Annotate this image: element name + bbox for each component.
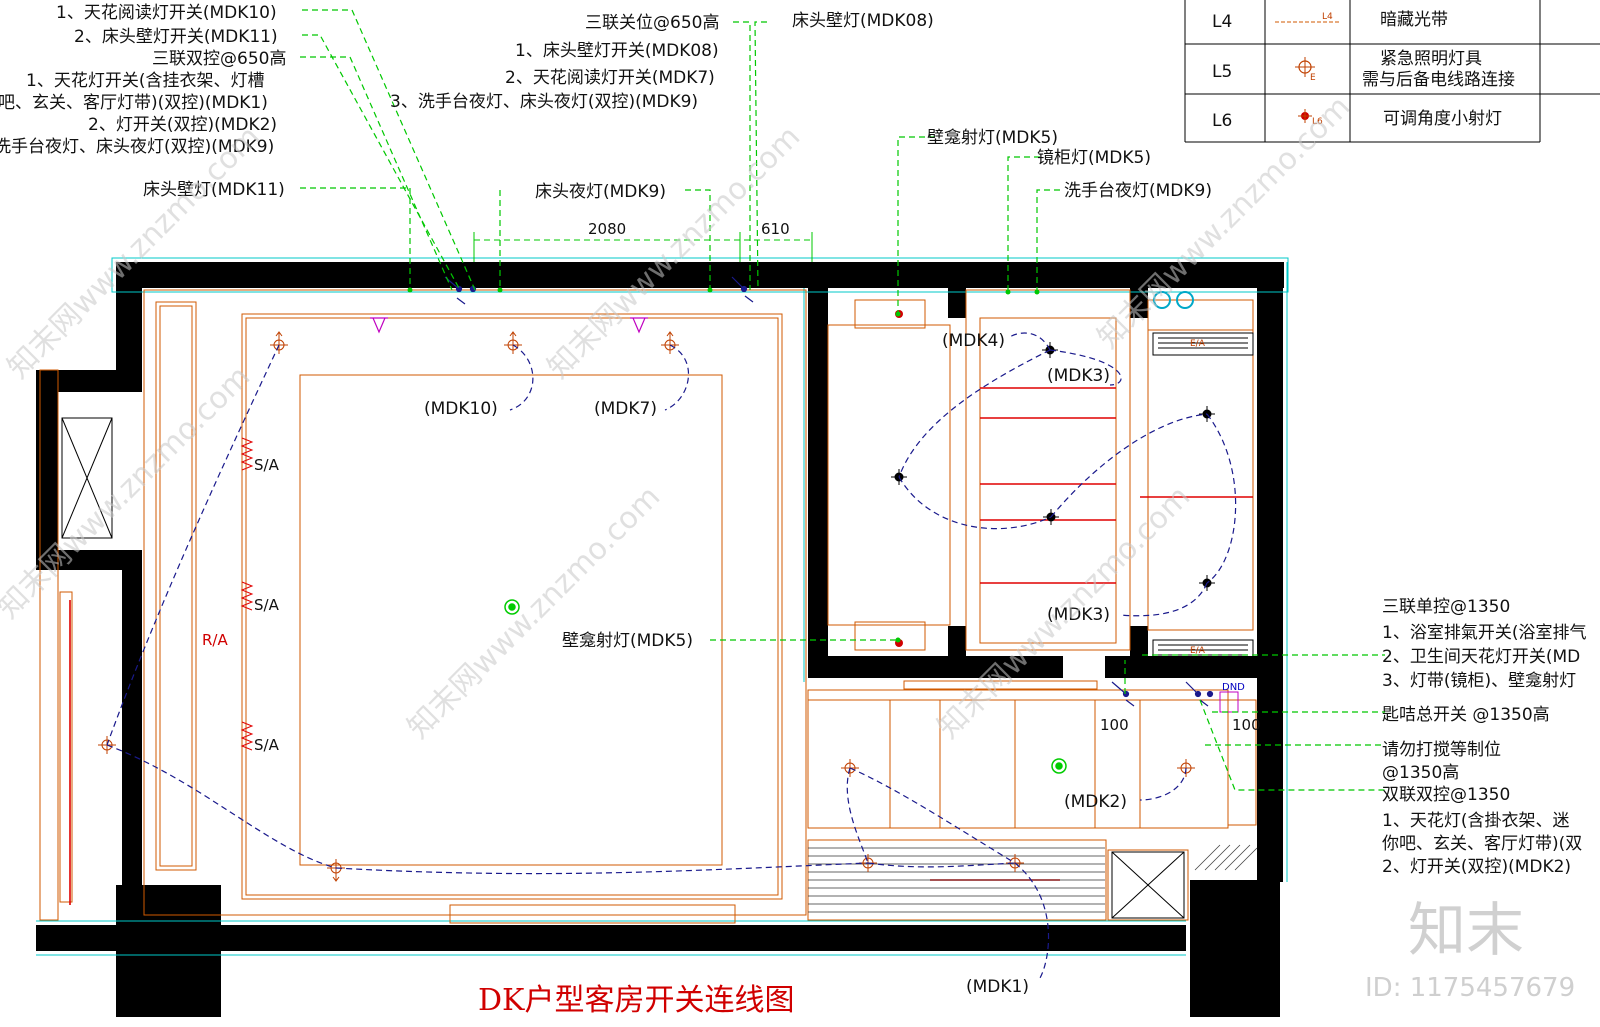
dimension-610: 610: [761, 220, 790, 238]
legend-code-l4: L4: [1212, 12, 1232, 32]
label-niche-spotlight: 壁龛射灯(MDK5): [927, 128, 1058, 148]
basins: [1153, 291, 1194, 309]
legend-code-l6: L6: [1212, 111, 1232, 131]
label-rb-2: 1、浴室排氣开关(浴室排气: [1382, 623, 1586, 643]
label-center-3: 2、天花阅读灯开关(MDK7): [505, 68, 715, 88]
label-rb-8: 双联双控@1350: [1382, 785, 1510, 805]
legend-desc-l4: 暗藏光带: [1380, 10, 1448, 30]
switches: [444, 276, 1214, 707]
label-left-1: 1、天花阅读灯开关(MDK10): [56, 3, 277, 23]
drawing-title: DK户型客房开关连线图: [478, 983, 794, 1018]
label-mirror-cabinet-light: 镜柜灯(MDK5): [1037, 148, 1151, 168]
label-rb-3: 2、卫生间天花灯开关(MD: [1382, 647, 1580, 667]
label-rb-10: 你吧、玄关、客厅灯带)(双: [1382, 834, 1582, 854]
legend-code-l5: L5: [1212, 62, 1232, 82]
dimension-100-right: 100: [1232, 716, 1261, 734]
svg-text:E: E: [1310, 73, 1316, 83]
svg-text:L4: L4: [1322, 12, 1333, 22]
legend-l5-symbol: E: [1295, 57, 1316, 83]
legend-table: [1184, 0, 1600, 143]
shaft-right: [1111, 851, 1185, 919]
shaft-left: [61, 417, 113, 539]
label-left-7: 洗手台夜灯、床头夜灯(双控)(MDK9): [0, 137, 274, 157]
tag-mdk3-top: (MDK3): [1047, 366, 1110, 386]
svg-text:知末网www.znzmo.com: 知末网www.znzmo.com: [401, 479, 667, 745]
leader-lines: [300, 9, 1385, 791]
ceiling-fixtures: [370, 317, 648, 334]
label-rb-11: 2、灯开关(双控)(MDK2): [1382, 857, 1571, 877]
label-rb-1: 三联单控@1350: [1382, 597, 1510, 617]
green-dots: [407, 287, 1040, 643]
watermark-logo: 知末: [1408, 896, 1524, 964]
label-left-4: 1、天花灯开关(含挂衣架、灯槽: [26, 71, 264, 91]
tag-mdk10: (MDK10): [424, 399, 498, 419]
svg-text:知末网www.znzmo.com: 知末网www.znzmo.com: [541, 119, 807, 385]
label-rb-9: 1、天花灯(含掛衣架、迷: [1382, 811, 1569, 831]
label-center-6: 床头夜灯(MDK9): [535, 182, 666, 202]
return-air-label: R/A: [202, 631, 228, 649]
supply-air-label-3: S/A: [254, 736, 280, 754]
supply-air-label-1: S/A: [254, 456, 280, 474]
wiring-dashed: [106, 332, 1237, 979]
label-rb-6: 请勿打搅等制位: [1382, 740, 1501, 760]
tag-mdk3-bottom: (MDK3): [1047, 605, 1110, 625]
label-center-5: 床头壁灯(MDK08): [792, 11, 934, 31]
watermark-id: ID: 1175457679: [1365, 973, 1575, 1003]
wall-hatch-diagonal: [1194, 844, 1258, 871]
dimension-2080: 2080: [588, 220, 626, 238]
dimension-line: [473, 232, 813, 262]
tag-mdk7: (MDK7): [594, 399, 657, 419]
dnd-panel: [1219, 691, 1239, 713]
supply-air-hatches: [240, 437, 254, 751]
legend-desc-l5: 紧急照明灯具: [1380, 49, 1482, 69]
dimension-100-left: 100: [1100, 716, 1129, 734]
supply-air-label-2: S/A: [254, 596, 280, 614]
tag-mdk2: (MDK2): [1064, 792, 1127, 812]
svg-text:L6: L6: [1312, 117, 1323, 127]
label-rb-5: 匙咭总开关 @1350高: [1382, 705, 1550, 725]
exhaust-label-top: E/A: [1190, 339, 1206, 349]
cyan-outlines: [36, 257, 1289, 956]
tag-mdk5-niche: 壁龛射灯(MDK5): [562, 631, 693, 651]
label-left-5: 吧、玄关、客厅灯带)(双控)(MDK1): [0, 93, 268, 113]
floor-hatch: [808, 847, 1105, 913]
label-left-3: 三联双控@650高: [152, 49, 286, 69]
tag-mdk4: (MDK4): [942, 331, 1005, 351]
exhaust-label-bottom: E/A: [1190, 646, 1206, 656]
dnd-label: DND: [1222, 682, 1245, 693]
smoke-detectors: [504, 599, 1067, 774]
tag-mdk1: (MDK1): [966, 977, 1029, 997]
label-center-4: 3、洗手台夜灯、床头夜灯(双控)(MDK9): [390, 92, 698, 112]
legend-desc-l6: 可调角度小射灯: [1383, 109, 1502, 129]
legend-l6-symbol: L6: [1298, 109, 1323, 127]
label-center-2: 1、床头壁灯开关(MDK08): [515, 41, 719, 61]
legend-desc-l5-line2: 需与后备电线路连接: [1362, 70, 1515, 90]
exhaust-grille-top: [1152, 332, 1254, 356]
label-rb-4: 3、灯带(镜柜)、壁龛射灯: [1382, 671, 1576, 691]
label-left-2: 2、床头壁灯开关(MDK11): [74, 27, 278, 47]
label-left-8: 床头壁灯(MDK11): [143, 180, 285, 200]
label-rb-7: @1350高: [1382, 763, 1459, 783]
label-left-6: 2、灯开关(双控)(MDK2): [88, 115, 277, 135]
label-basin-nightlight: 洗手台夜灯(MDK9): [1064, 181, 1212, 201]
label-center-1: 三联关位@650高: [585, 13, 719, 33]
walls: [36, 262, 1284, 1017]
legend-l4-symbol: L4: [1275, 12, 1340, 23]
